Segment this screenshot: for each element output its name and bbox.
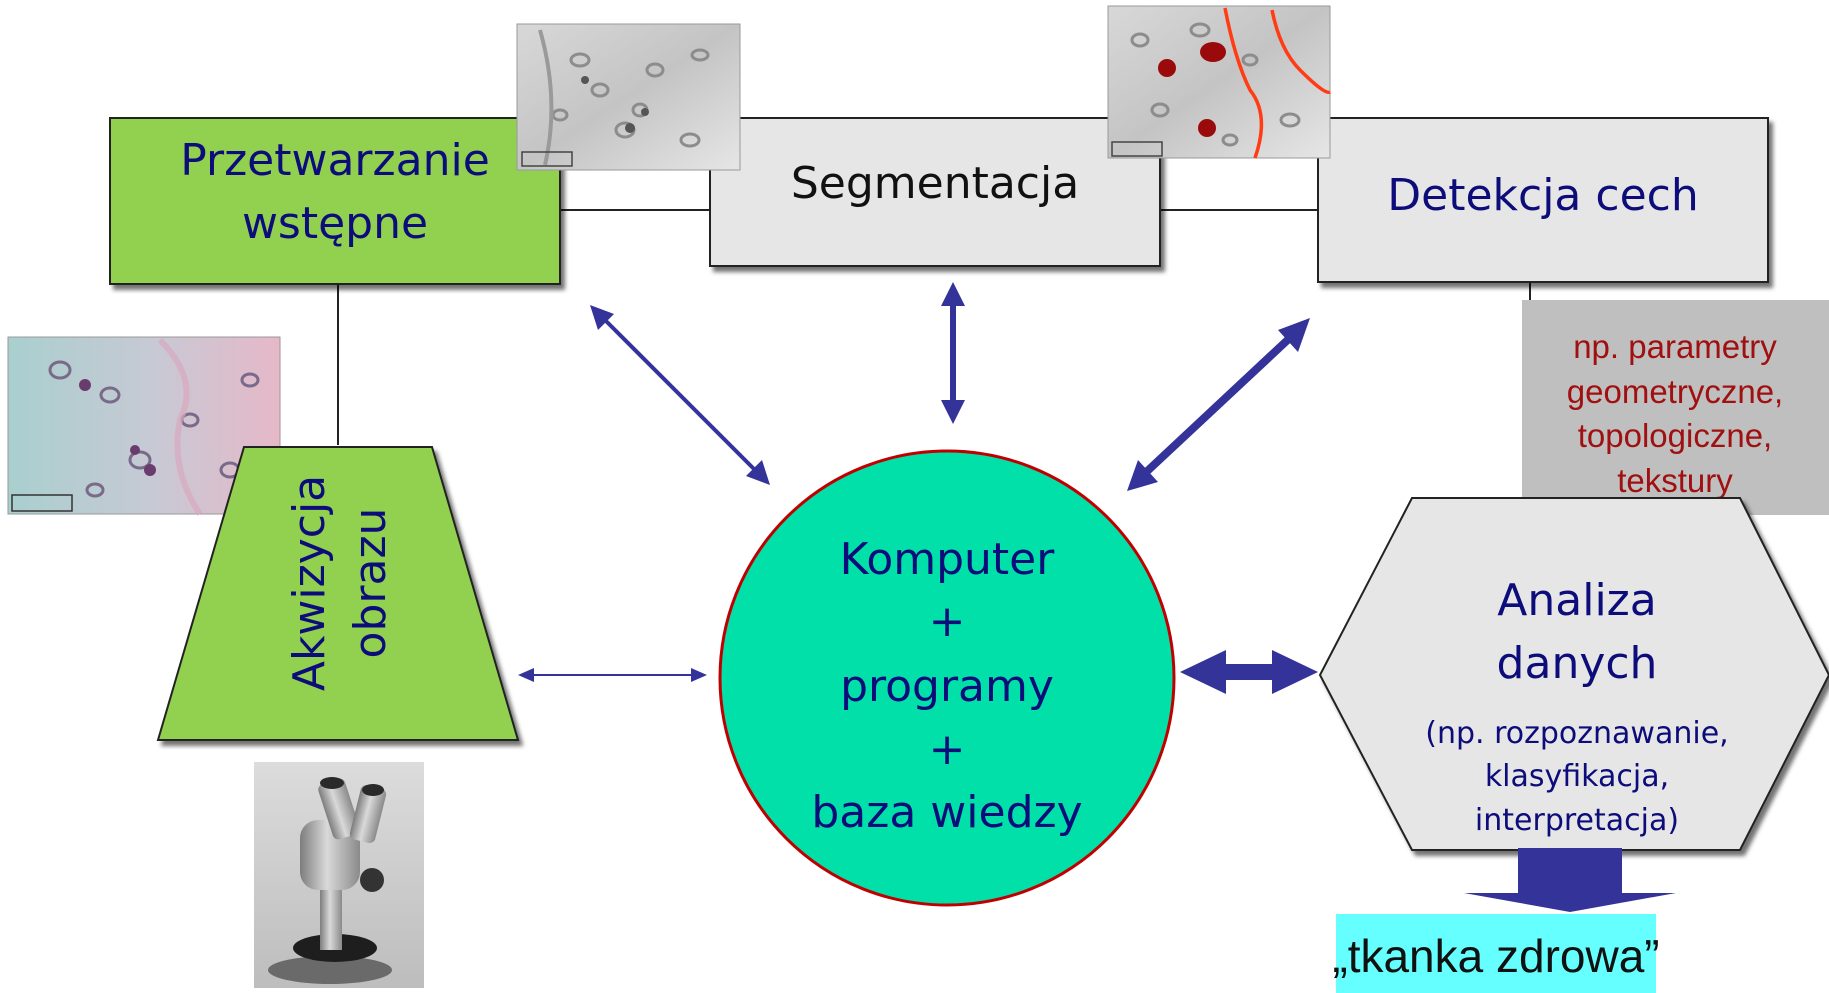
computer-circle[interactable]: Komputer + programy + baza wiedzy: [718, 449, 1176, 907]
data-analysis-sub-line1: (np. rozpoznawanie,: [1425, 716, 1728, 751]
arrow-preprocessing-computer: [590, 305, 770, 485]
data-analysis-sub-line2: klasyfikacja,: [1485, 759, 1669, 794]
features-note-line2: geometryczne,: [1567, 373, 1783, 410]
arrow-features-computer: [1127, 318, 1310, 491]
acquisition-label-line1: Akwizycja: [284, 475, 335, 691]
result-arrow: [1464, 848, 1676, 912]
preprocessing-box[interactable]: Przetwarzanie wstępne: [109, 117, 561, 285]
connector-lines: [337, 209, 1531, 445]
computer-label-line2: +: [929, 596, 966, 647]
computer-label-line1: Komputer: [840, 534, 1056, 585]
computer-label-line5: baza wiedzy: [811, 787, 1082, 838]
data-analysis-hexagon[interactable]: Analiza danych (np. rozpoznawanie, klasy…: [1318, 497, 1829, 851]
features-note-line4: tekstury: [1617, 462, 1733, 499]
features-note-box: np. parametry geometryczne, topologiczne…: [1522, 300, 1829, 515]
preprocessed-micrograph-image: [516, 23, 741, 171]
arrow-analysis-computer: [1180, 650, 1318, 694]
computer-label-line3: programy: [840, 661, 1054, 712]
features-note-line3: topologiczne,: [1578, 417, 1772, 454]
data-analysis-label-line2: danych: [1497, 638, 1658, 689]
features-note-line1: np. parametry: [1573, 328, 1777, 365]
acquisition-trapezoid[interactable]: Akwizycja obrazu: [156, 446, 520, 741]
data-analysis-sub-line3: interpretacja): [1475, 803, 1679, 838]
microscope-image: [254, 762, 424, 988]
result-label: „tkanka zdrowa”: [1332, 930, 1659, 982]
segmented-micrograph-image: [1107, 5, 1331, 159]
data-analysis-label-line1: Analiza: [1497, 575, 1656, 626]
result-box: „tkanka zdrowa”: [1332, 914, 1660, 993]
arrow-segmentation-computer: [941, 282, 965, 424]
feature-detection-label: Detekcja cech: [1387, 170, 1698, 221]
preprocessing-label-line2: wstępne: [242, 198, 428, 249]
computer-label-line4: +: [929, 724, 966, 775]
segmentation-box[interactable]: Segmentacja: [709, 117, 1161, 267]
acquisition-label-line2: obrazu: [345, 508, 396, 659]
feature-detection-box[interactable]: Detekcja cech: [1317, 117, 1769, 283]
segmentation-label: Segmentacja: [791, 158, 1079, 209]
arrow-acquisition-computer: [518, 668, 707, 682]
preprocessing-label-line1: Przetwarzanie: [180, 135, 490, 186]
